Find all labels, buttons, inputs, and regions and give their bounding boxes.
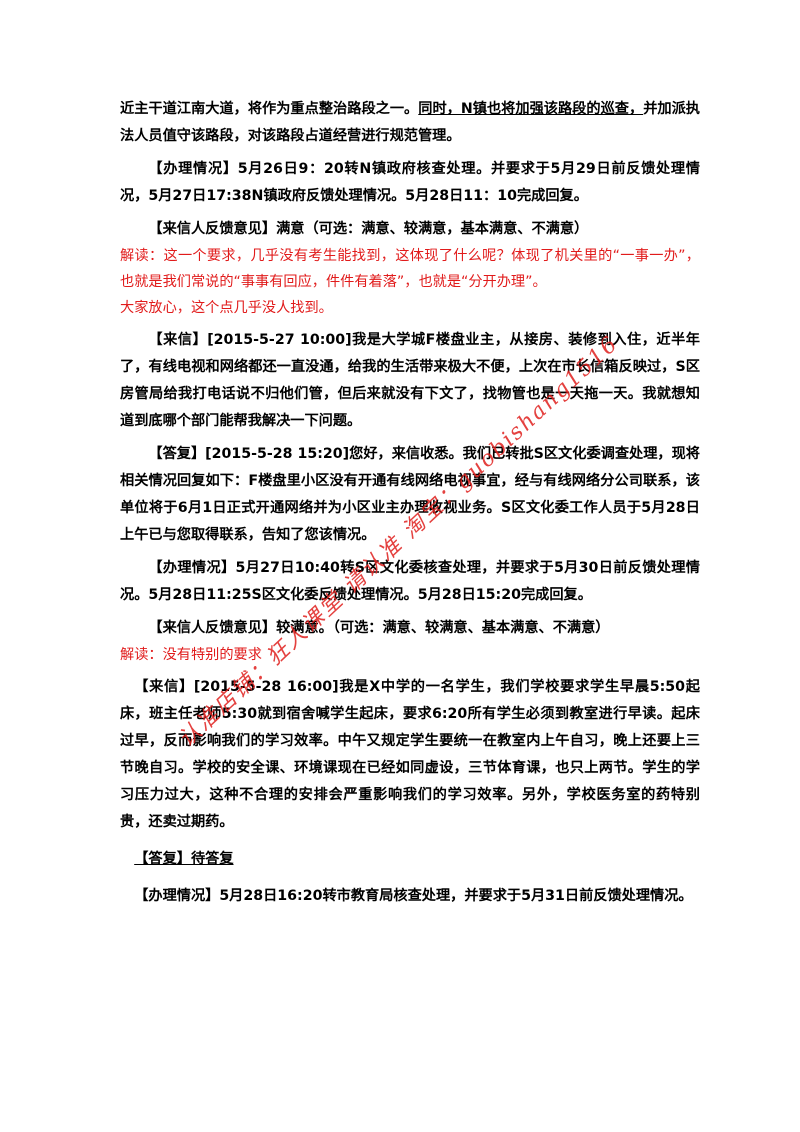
paragraph-reply-2: 【答复】[2015-5-28 15:20]您好，来信收悉。我们已转批S区文化委调…: [120, 446, 700, 543]
document-body: 近主干道江南大道，将作为重点整治路段之一。同时，N镇也将加强该路段的巡查，并加派…: [120, 96, 700, 910]
underlined-text: 同时，N镇也将加强该路段的巡查，: [418, 101, 644, 117]
paragraph-letter-2: 【来信】[2015-5-27 10:00]我是大学城F楼盘业主，从接房、装修到入…: [120, 332, 700, 429]
paragraph-feedback-2: 【来信人反馈意见】较满意。（可选：满意、较满意、基本满意、不满意）: [148, 620, 610, 636]
paragraph-handling-1: 【办理情况】5月26日9：20转N镇政府核查处理。并要求于5月29日前反馈处理情…: [120, 161, 700, 204]
paragraph-letter-3: 【来信】[2015-5-28 16:00]我是X中学的一名学生，我们学校要求学生…: [120, 679, 700, 830]
note-reassurance: 大家放心，这个点几乎没人找到。: [120, 300, 333, 316]
note-interpretation-1: 解读：这一个要求，几乎没有考生能找到，这体现了什么呢？体现了机关里的“一事一办”…: [120, 248, 700, 290]
paragraph-road-management: 近主干道江南大道，将作为重点整治路段之一。同时，N镇也将加强该路段的巡查，并加派…: [120, 101, 700, 144]
paragraph-feedback-1: 【来信人反馈意见】满意（可选：满意、较满意，基本满意、不满意）: [148, 221, 589, 237]
paragraph-handling-2: 【办理情况】5月27日10:40转S区文化委核查处理，并要求于5月30日前反馈处…: [120, 560, 700, 603]
paragraph-reply-3: 【答复】待答复: [134, 851, 234, 867]
note-interpretation-2: 解读：没有特别的要求: [120, 647, 262, 663]
paragraph-handling-3: 【办理情况】5月28日16:20转市教育局核查处理，并要求于5月31日前反馈处理…: [134, 888, 693, 904]
